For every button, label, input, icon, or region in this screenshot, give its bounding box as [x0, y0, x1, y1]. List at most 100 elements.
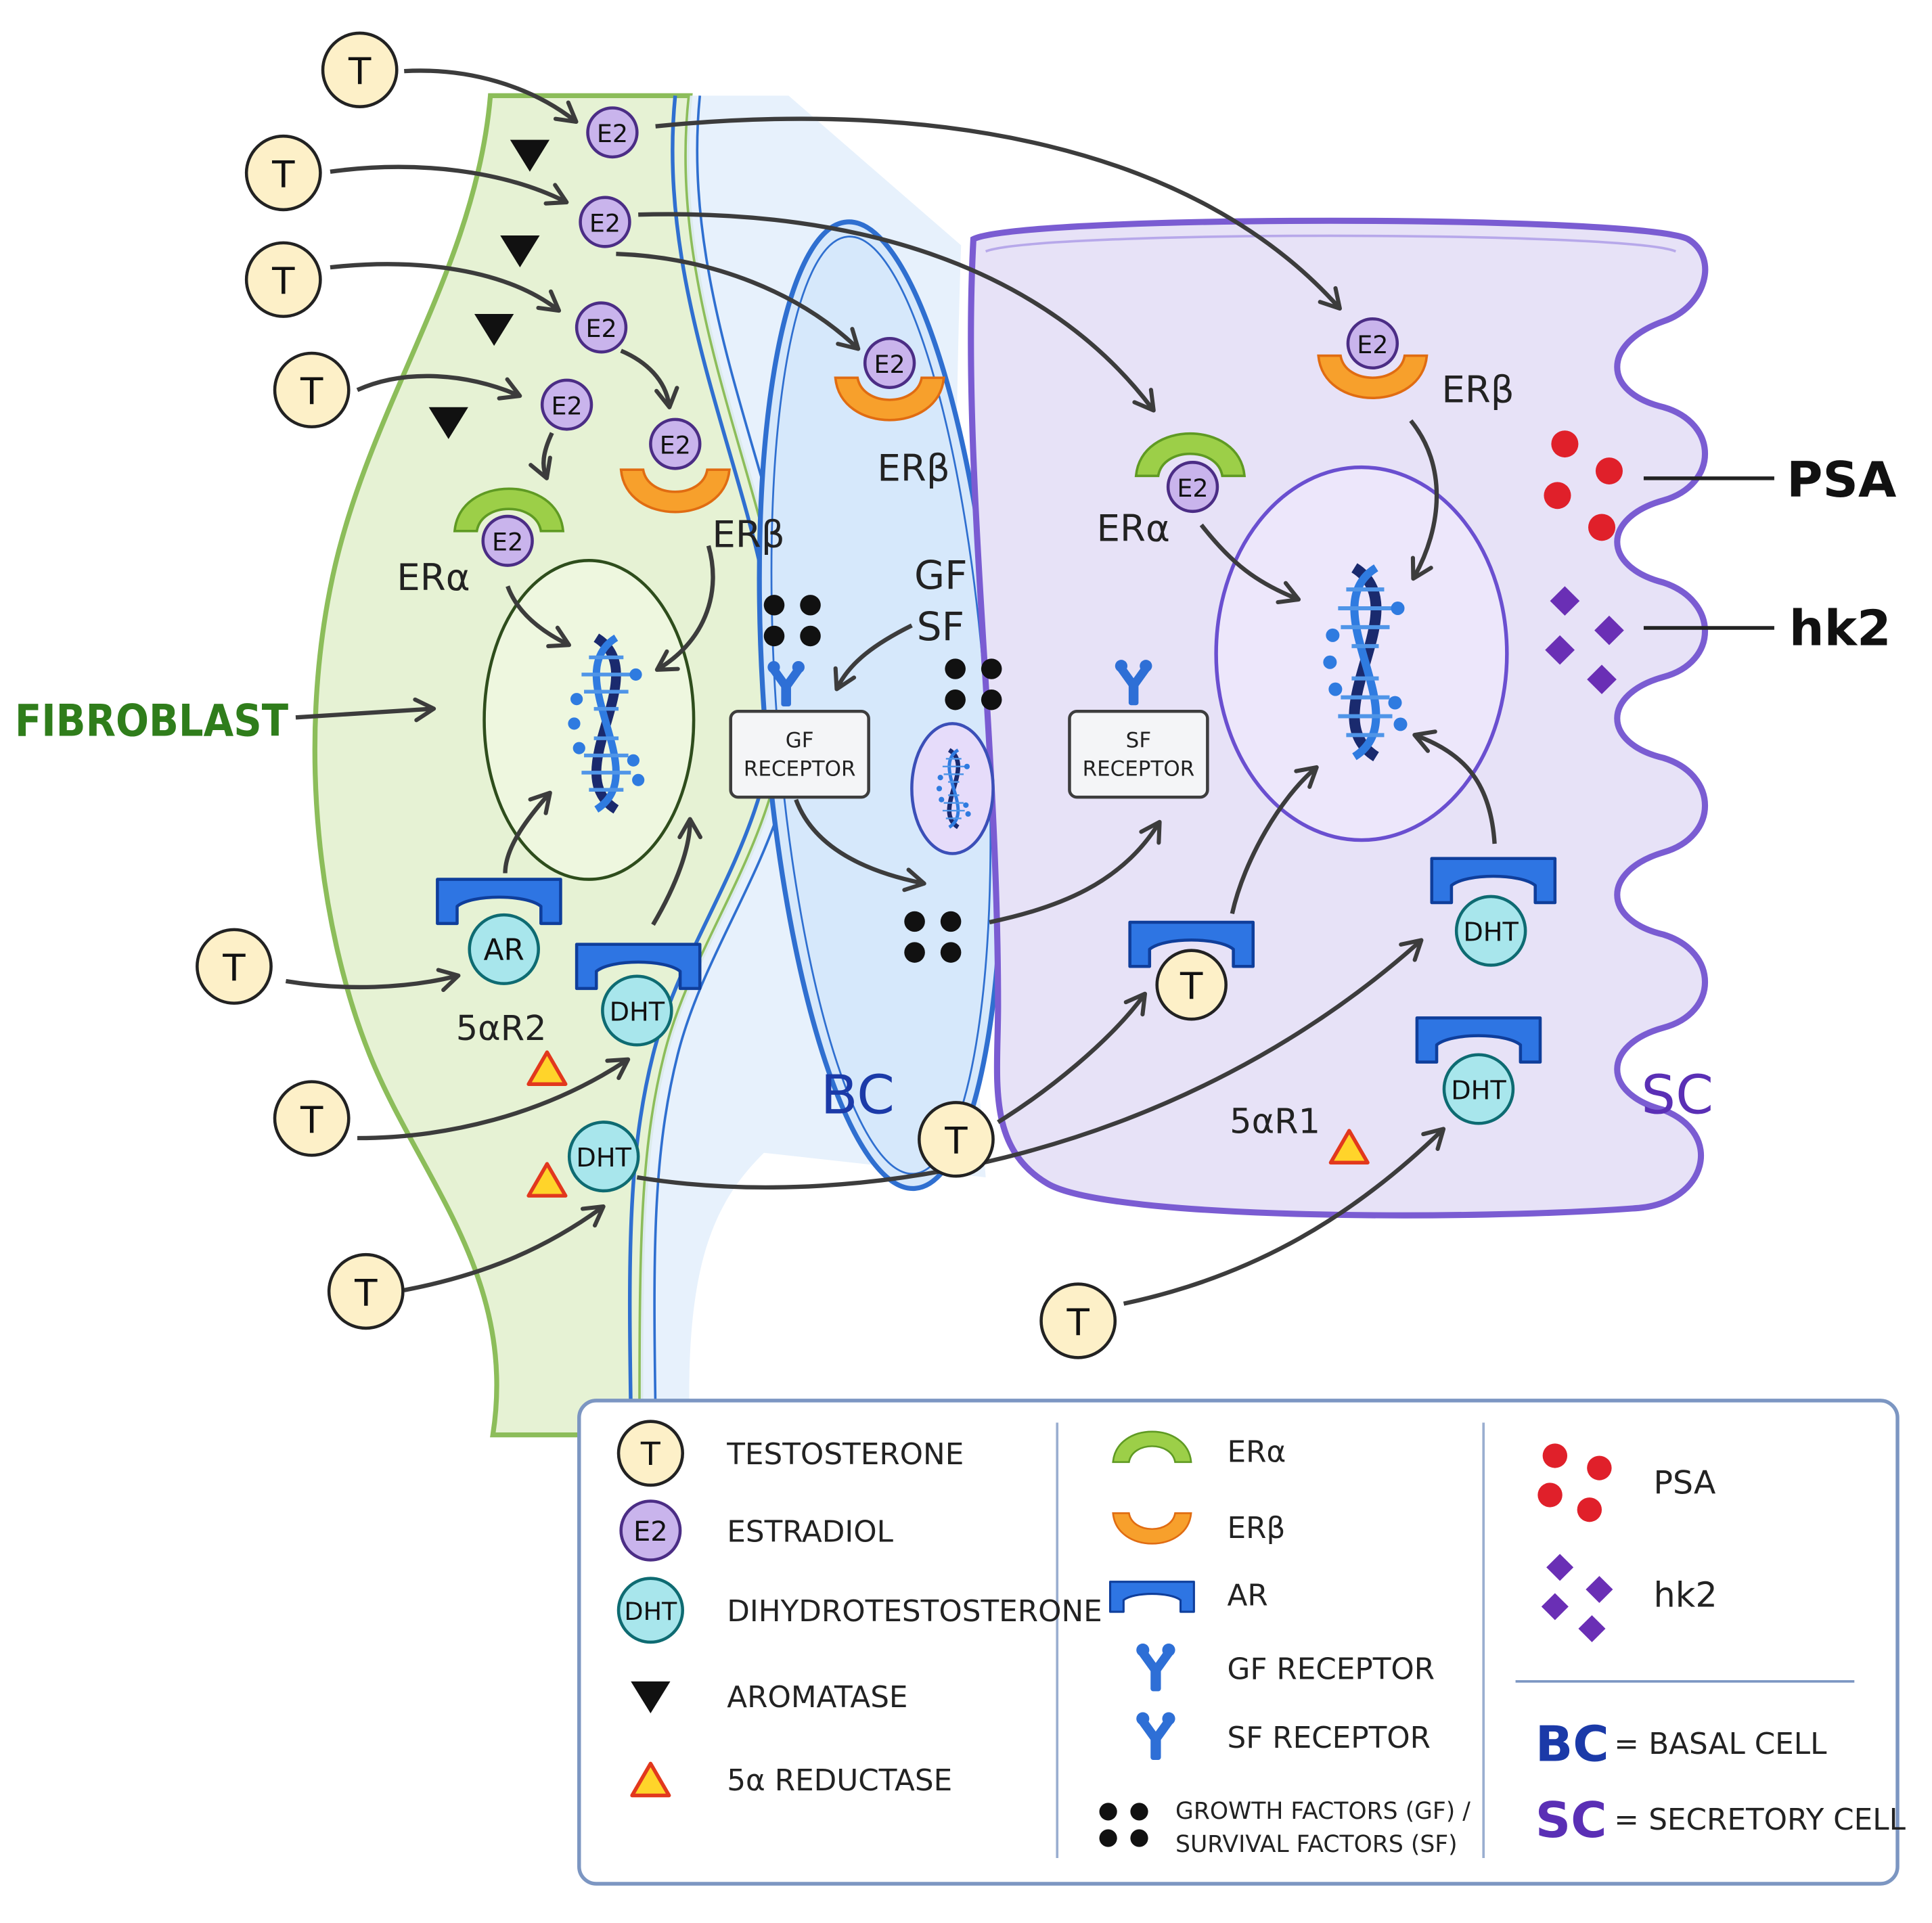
- psa-dots-icon: [1544, 430, 1623, 541]
- svg-text:E2: E2: [633, 1516, 668, 1547]
- estradiol-label: E2: [585, 314, 616, 343]
- estradiol-label: E2: [597, 119, 628, 148]
- psa-label: PSA: [1787, 452, 1896, 509]
- 5ar1-label: 5αR1: [1230, 1102, 1320, 1141]
- dht-label: DHT: [610, 997, 665, 1026]
- testosterone-icon: T: [196, 928, 273, 1005]
- estradiol-label: E2: [660, 430, 691, 459]
- estradiol-icon: E2: [579, 196, 631, 248]
- testosterone-icon: T: [244, 134, 322, 212]
- er-beta-label: ERβ: [877, 447, 949, 490]
- legend-abbr: SC: [1535, 1792, 1607, 1849]
- dht-icon: DHT: [1442, 1053, 1515, 1125]
- legend-label: PSA: [1654, 1465, 1716, 1502]
- legend-label: 5α REDUCTASE: [727, 1764, 952, 1798]
- testosterone-label: T: [348, 49, 372, 93]
- ar-binding-site: AR: [468, 913, 540, 985]
- legend-label: ERβ: [1228, 1512, 1286, 1545]
- testosterone-icon: T: [273, 1080, 351, 1157]
- estradiol-icon: E2: [863, 336, 916, 390]
- testosterone-label: T: [354, 1271, 378, 1314]
- testosterone-label: T: [300, 369, 323, 413]
- gf-receptor-label: RECEPTOR: [744, 756, 856, 781]
- bc-label: BC: [821, 1064, 895, 1127]
- dht-label: DHT: [576, 1143, 631, 1173]
- testosterone-label: T: [944, 1119, 968, 1162]
- testosterone-label: T: [1180, 964, 1203, 1008]
- er-alpha-label: ERα: [397, 556, 470, 599]
- legend-label: SECRETORY CELL: [1648, 1803, 1906, 1837]
- testosterone-icon: T: [327, 1252, 405, 1330]
- estradiol-icon: E2: [481, 514, 534, 567]
- dht-icon: DHT: [616, 1577, 684, 1644]
- gf-receptor-label: GF: [786, 729, 814, 753]
- pathway-arrows: [285, 68, 1497, 1306]
- er-alpha-label: ERα: [1097, 506, 1170, 549]
- estradiol-icon: E2: [575, 301, 628, 354]
- legend-label: BASAL CELL: [1648, 1727, 1827, 1761]
- legend-abbr: BC: [1535, 1717, 1609, 1773]
- testosterone-icon: T: [244, 241, 322, 318]
- testosterone-icon: T: [273, 351, 351, 429]
- legend-label: GF RECEPTOR: [1228, 1652, 1435, 1686]
- dht-label: DHT: [1451, 1075, 1506, 1105]
- legend-label: SURVIVAL FACTORS (SF): [1175, 1831, 1458, 1858]
- svg-text:DHT: DHT: [625, 1597, 677, 1626]
- estradiol-label: E2: [874, 350, 905, 379]
- ar-binding-site-label: AR: [484, 934, 524, 968]
- hk2-diamonds-icon: [1541, 1554, 1613, 1642]
- legend-label: ERα: [1228, 1436, 1286, 1470]
- estradiol-label: E2: [551, 391, 582, 420]
- sf-label: SF: [917, 604, 965, 650]
- legend-label: AR: [1228, 1579, 1268, 1613]
- legend-eq: =: [1614, 1803, 1639, 1837]
- sc-label: SC: [1641, 1064, 1713, 1127]
- testosterone-icon: T: [1155, 949, 1228, 1021]
- legend-label: AROMATASE: [727, 1681, 907, 1715]
- estradiol-label: E2: [589, 208, 621, 237]
- testosterone-label: T: [1066, 1300, 1090, 1344]
- testosterone-label: T: [222, 946, 246, 989]
- gf-label: GF: [914, 552, 968, 598]
- estradiol-label: E2: [492, 528, 523, 557]
- legend-label: SF RECEPTOR: [1228, 1721, 1431, 1755]
- legend-label: ESTRADIOL: [727, 1515, 893, 1549]
- legend-label: DIHYDROTESTOSTERONE: [727, 1595, 1102, 1629]
- estradiol-icon: E2: [586, 106, 639, 159]
- estradiol-label: E2: [1177, 474, 1208, 503]
- legend-label: hk2: [1654, 1575, 1717, 1614]
- dht-label: DHT: [1463, 918, 1519, 947]
- estradiol-icon: E2: [619, 1499, 682, 1562]
- sf-receptor: SF RECEPTOR: [1068, 660, 1209, 799]
- fibroblast-label: FIBROBLAST: [15, 696, 289, 747]
- estradiol-icon: E2: [1166, 461, 1219, 514]
- estradiol-icon: E2: [649, 417, 702, 470]
- 5ar2-label: 5αR2: [456, 1008, 547, 1048]
- fibroblast-pointer-arrow: [295, 697, 436, 723]
- estradiol-icon: E2: [540, 378, 593, 431]
- legend-label: TESTOSTERONE: [726, 1438, 964, 1472]
- testosterone-label: T: [300, 1098, 323, 1141]
- svg-text:T: T: [640, 1436, 660, 1473]
- fibroblast-nucleus: [482, 559, 696, 881]
- sf-receptor-label: SF: [1126, 729, 1151, 753]
- legend-eq: =: [1614, 1727, 1639, 1761]
- testosterone-label: T: [271, 152, 295, 196]
- er-beta-label: ERβ: [1441, 368, 1514, 411]
- sf-receptor-label: RECEPTOR: [1083, 756, 1195, 781]
- testosterone-icon: T: [321, 31, 399, 108]
- testosterone-label: T: [271, 259, 295, 302]
- legend-label: GROWTH FACTORS (GF) /: [1175, 1798, 1470, 1825]
- dht-icon: DHT: [567, 1121, 640, 1193]
- gf-receptor: GF RECEPTOR: [729, 661, 870, 799]
- dht-icon: DHT: [601, 974, 673, 1047]
- hk2-label: hk2: [1789, 601, 1891, 658]
- testosterone-icon: T: [1039, 1282, 1117, 1359]
- estradiol-label: E2: [1357, 330, 1388, 359]
- hk2-diamonds-icon: [1545, 586, 1624, 694]
- testosterone-icon: T: [918, 1101, 995, 1178]
- psa-dots-icon: [1537, 1443, 1612, 1522]
- estradiol-icon: E2: [1346, 317, 1399, 370]
